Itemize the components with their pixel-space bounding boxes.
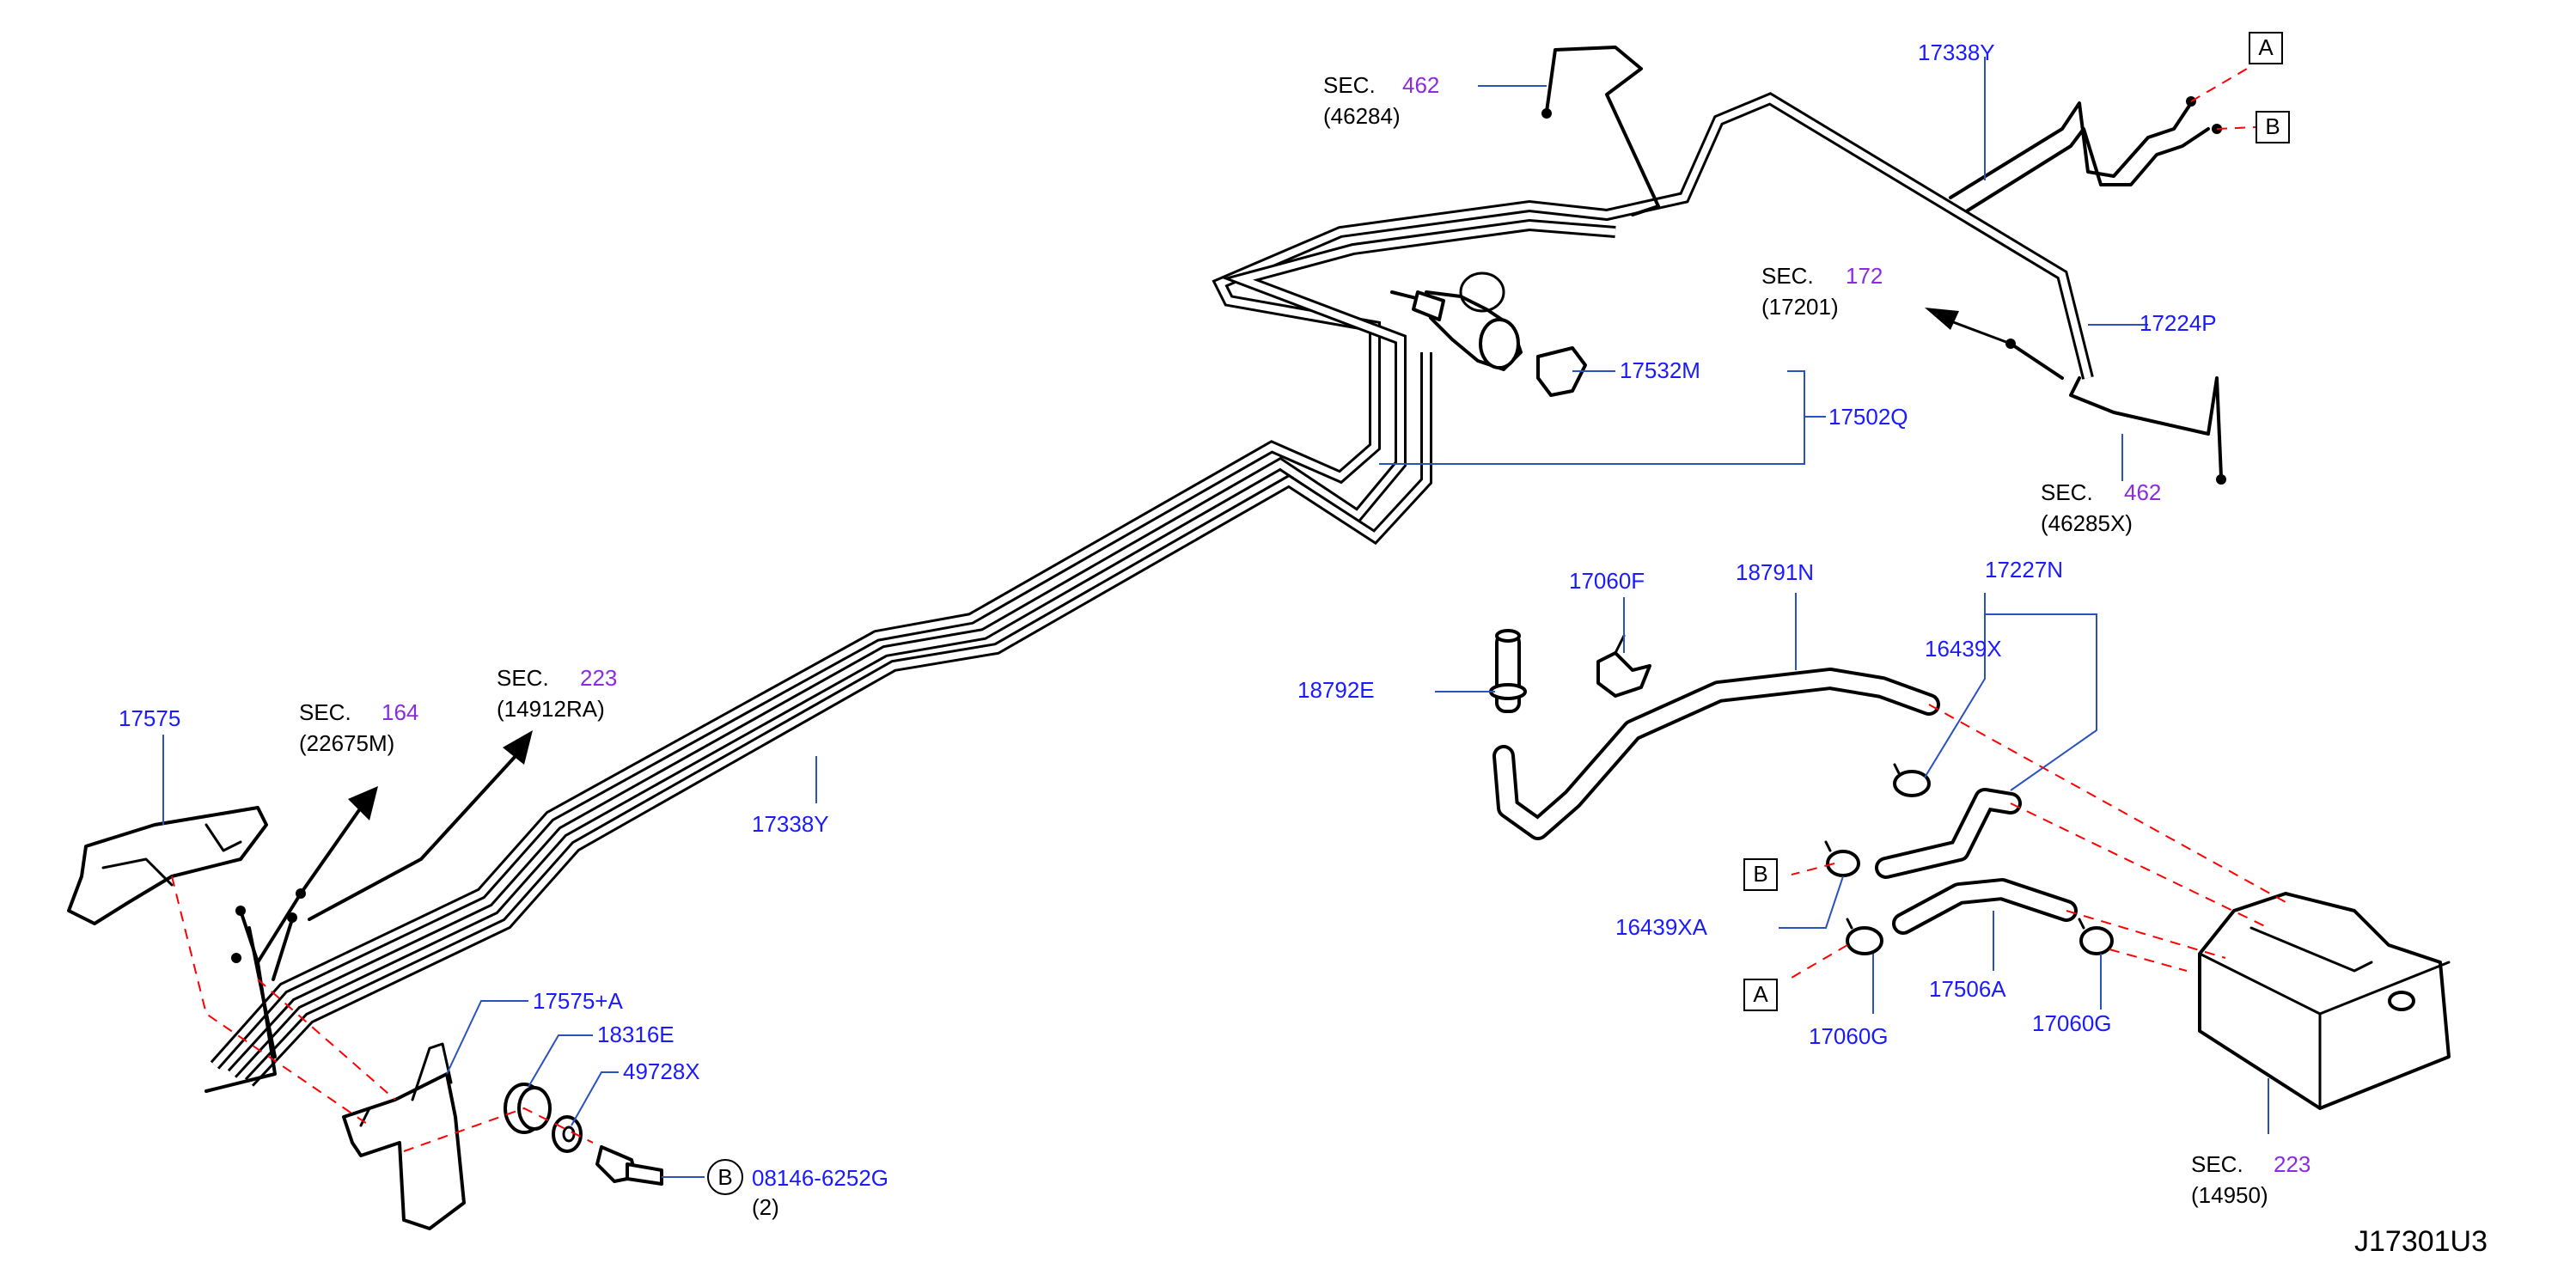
ref-marker-label: B	[717, 1164, 732, 1190]
ref-marker-label: B	[2265, 113, 2280, 139]
sec-ref: (22675M)	[299, 730, 394, 756]
part-label-17224P: 17224P	[2140, 310, 2217, 336]
part-label-18791N: 18791N	[1736, 559, 1814, 585]
canister-14950	[2198, 892, 2451, 1110]
arrow-left-icon-172	[1925, 308, 1959, 330]
sec-number: 223	[2274, 1151, 2310, 1177]
direction-arrows	[299, 308, 2064, 921]
part-label-49728X: 49728X	[623, 1058, 700, 1084]
ref-marker-b-bolt: B	[707, 1159, 743, 1195]
sec-prefix: SEC.	[2041, 479, 2093, 505]
tube-assembly-17338Y	[204, 46, 2226, 1093]
part-label-17338Y-mid: 17338Y	[752, 811, 829, 837]
part-qty-08146: (2)	[752, 1194, 779, 1220]
ref-marker-label: A	[1753, 981, 1768, 1007]
part-label-16439XA: 16439XA	[1615, 914, 1708, 940]
sec-prefix: SEC.	[1323, 72, 1376, 98]
clamp-17060G-b	[2078, 918, 2114, 955]
part-label-17227N: 17227N	[1985, 557, 2063, 583]
sec-ref: (46285X)	[2041, 510, 2133, 536]
part-label-17338Y-top: 17338Y	[1918, 40, 1995, 65]
ref-marker-b-top: B	[2256, 111, 2290, 143]
retainer-clip-17532M	[1536, 346, 1587, 397]
part-label-17532M: 17532M	[1620, 357, 1700, 383]
sec-label-223-a: SEC. 223 (14912RA)	[497, 665, 617, 722]
grommet-18316E	[504, 1083, 552, 1134]
sec-label-462-top: SEC. 462 (46284)	[1323, 72, 1439, 129]
clamp-16439X	[1893, 763, 1931, 797]
sec-prefix: SEC.	[2191, 1151, 2243, 1177]
sec-ref: (17201)	[1761, 294, 1839, 320]
hose-17227N	[1875, 788, 2022, 879]
connection-dashes	[171, 68, 2286, 1152]
part-label-17502Q: 17502Q	[1828, 404, 1908, 430]
ref-marker-a-top: A	[2249, 32, 2283, 64]
bolt-08146-6252G	[595, 1145, 663, 1186]
ref-marker-b-mid: B	[1743, 858, 1778, 891]
part-label-18316E: 18316E	[597, 1022, 675, 1047]
sec-ref: (14950)	[2191, 1182, 2268, 1208]
clamp-17060F	[1596, 634, 1651, 698]
part-label-17575: 17575	[119, 705, 180, 731]
sec-prefix: SEC.	[497, 665, 549, 691]
sec-number: 462	[2124, 479, 2161, 505]
arrow-up-icon-223	[503, 730, 533, 765]
part-label-18792E: 18792E	[1297, 677, 1375, 703]
sec-ref: (46284)	[1323, 103, 1401, 129]
ref-marker-label: A	[2258, 34, 2274, 60]
quick-connector-17502Q	[1390, 271, 1523, 371]
sec-ref: (14912RA)	[497, 696, 605, 722]
part-label-17506A: 17506A	[1929, 976, 2006, 1002]
sec-label-462-bottom: SEC. 462 (46285X)	[2041, 479, 2161, 536]
part-label-17060G-b: 17060G	[2032, 1010, 2112, 1036]
leader-lines	[162, 57, 2269, 1178]
arrow-up-icon-164	[348, 786, 378, 821]
part-label-17060G-a: 17060G	[1809, 1023, 1889, 1049]
diagram-code: J17301U3	[2354, 1225, 2487, 1258]
sec-label-172: SEC. 172 (17201)	[1761, 263, 1883, 320]
clamp-17060G-a	[1846, 918, 1883, 955]
sec-label-164: SEC. 164 (22675M)	[299, 699, 418, 756]
sec-prefix: SEC.	[299, 699, 351, 725]
sec-label-223-b: SEC. 223 (14950)	[2191, 1151, 2310, 1208]
hose-18791N	[1492, 668, 1940, 840]
sec-prefix: SEC.	[1761, 263, 1814, 289]
sec-number: 223	[580, 665, 617, 691]
hose-17506A	[1892, 878, 2078, 935]
ref-marker-label: B	[1753, 861, 1767, 887]
sec-number: 462	[1402, 72, 1439, 98]
clamp-16439XA	[1824, 840, 1860, 877]
pipe-18792E	[1489, 629, 1527, 713]
part-label-16439X: 16439X	[1925, 636, 2002, 662]
ref-marker-a-bot: A	[1743, 979, 1778, 1011]
part-labels: 17338Y 17224P 17532M 17502Q 17575 17338Y…	[119, 40, 2217, 1220]
part-label-08146-6252G: 08146-6252G	[752, 1165, 888, 1191]
part-label-17060F: 17060F	[1569, 568, 1645, 594]
part-label-17575A: 17575+A	[533, 988, 623, 1014]
bracket-17575	[67, 806, 268, 925]
sec-number: 172	[1846, 263, 1883, 289]
sec-number: 164	[382, 699, 418, 725]
